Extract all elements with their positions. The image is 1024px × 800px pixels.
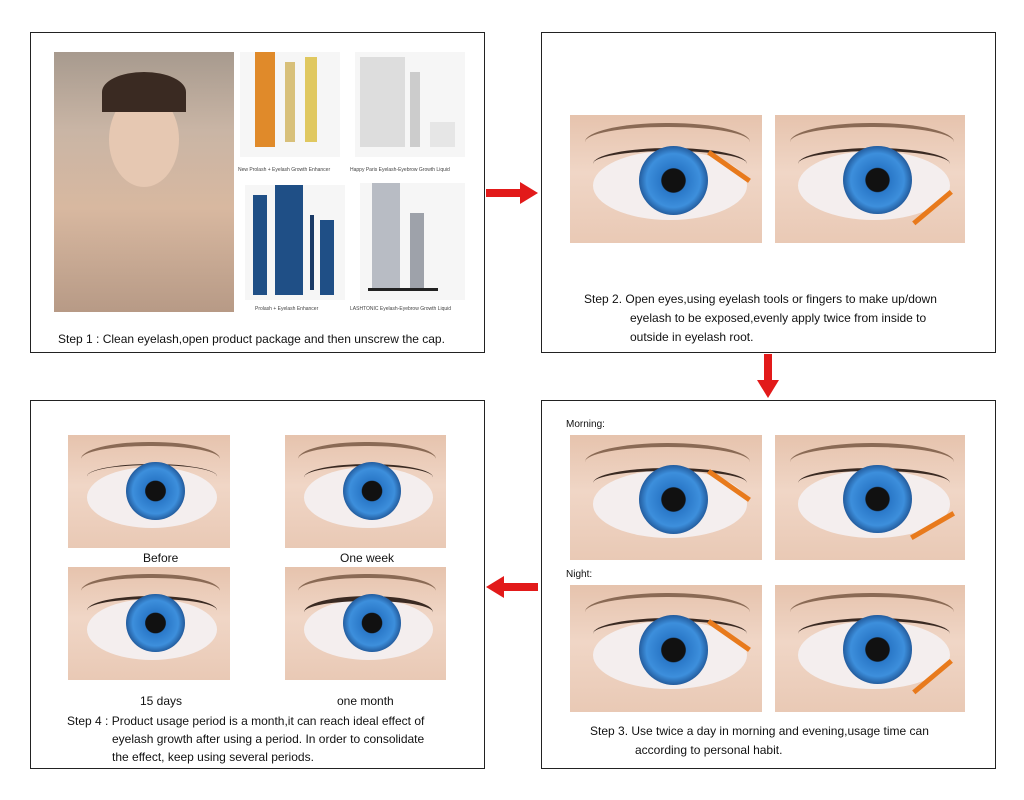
product-image-3 <box>245 185 345 300</box>
eye-photo-night-upper <box>570 585 762 712</box>
arrow-left-icon <box>486 576 538 598</box>
step3-caption-line1: Step 3. Use twice a day in morning and e… <box>590 724 929 738</box>
label-before: Before <box>143 551 179 565</box>
arrow-right-icon <box>486 182 538 204</box>
eye-photo-one-week <box>285 435 446 548</box>
step3-caption-line2: according to personal habit. <box>635 743 783 757</box>
eye-photo-upper-lash <box>570 115 762 243</box>
eye-photo-before <box>68 435 230 548</box>
face-washing-photo <box>54 52 234 312</box>
eye-photo-morning-lower <box>775 435 965 560</box>
product-label-1: New Prolash + Eyelash Growth Enhancer <box>238 167 331 173</box>
step4-caption-line2: eyelash growth after using a period. In … <box>112 732 425 746</box>
product-label-2: Happy Paris Eyelash-Eyebrow Growth Liqui… <box>350 167 450 173</box>
step2-caption-line2: eyelash to be exposed,evenly apply twice… <box>630 311 927 325</box>
morning-label: Morning: <box>566 419 605 430</box>
step4-caption-line3: the effect, keep using several periods. <box>112 750 314 764</box>
eye-photo-15-days <box>68 567 230 680</box>
product-label-4: LASHTONIC Eyelash-Eyebrow Growth Liquid <box>350 306 452 312</box>
eye-photo-one-month <box>285 567 446 680</box>
product-image-2 <box>355 52 465 157</box>
eye-photo-night-lower <box>775 585 965 712</box>
step2-caption-line3: outside in eyelash root. <box>630 330 754 344</box>
step1-caption: Step 1 : Clean eyelash,open product pack… <box>58 332 445 346</box>
night-label: Night: <box>566 569 593 580</box>
eye-photo-morning-upper <box>570 435 762 560</box>
label-one-month: one month <box>337 694 394 708</box>
step2-caption-line1: Step 2. Open eyes,using eyelash tools or… <box>584 292 937 306</box>
arrow-down-icon <box>757 354 779 398</box>
step4-caption-line1: Step 4 : Product usage period is a month… <box>67 714 425 728</box>
label-one-week: One week <box>340 551 395 565</box>
product-image-4 <box>360 183 465 300</box>
label-15-days: 15 days <box>140 694 183 708</box>
eye-photo-lower-lash <box>775 115 965 243</box>
product-image-1 <box>240 52 340 157</box>
product-label-3: Prolash + Eyelash Enhancer <box>255 306 319 312</box>
